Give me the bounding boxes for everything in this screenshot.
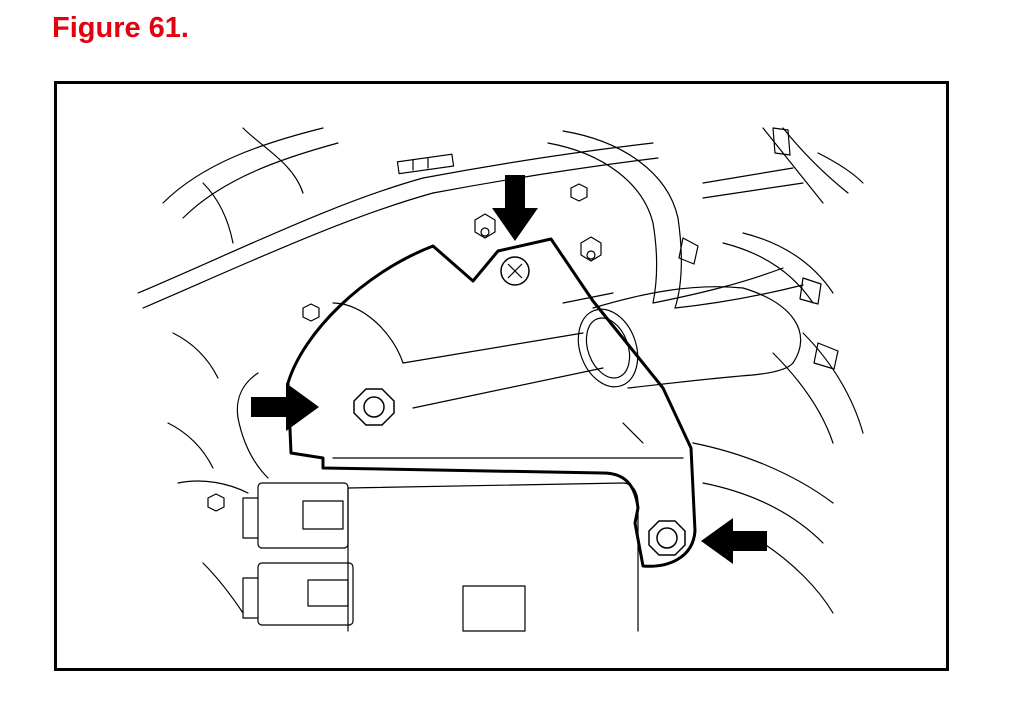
bolt-icon (353, 256, 686, 556)
right-connectors (678, 127, 839, 370)
bracket-outline (286, 237, 697, 568)
arrow-left-icon (701, 518, 767, 564)
figure-title: Figure 61. (52, 12, 189, 44)
engine-bracket-illustration (137, 127, 864, 632)
control-module (347, 482, 639, 632)
arrow-right-icon (251, 383, 319, 431)
background-hoses (137, 127, 864, 614)
hose-clip (396, 153, 455, 175)
coolant-pipe (577, 286, 802, 389)
bracket-details (236, 292, 684, 479)
arrow-down-icon (492, 175, 538, 241)
wire-connectors (242, 482, 354, 626)
illustration-frame (54, 81, 949, 671)
background-bolts (207, 183, 602, 512)
